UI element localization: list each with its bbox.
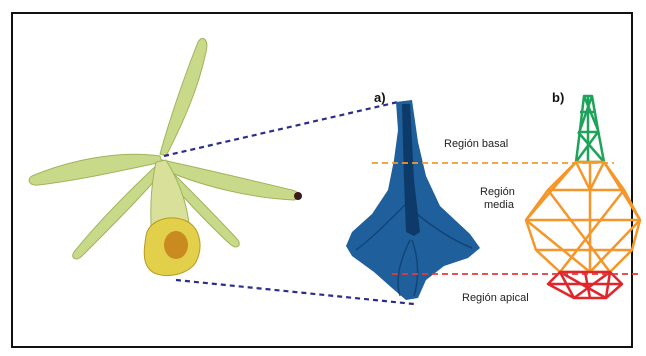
guide-line-top	[164, 102, 398, 156]
bud-tip	[294, 192, 302, 200]
orchid-flower	[29, 38, 302, 275]
guide-line-bottom	[176, 280, 414, 304]
mesh-media	[526, 162, 640, 272]
mesh-model	[526, 96, 640, 298]
region-label-basal: Región basal	[444, 138, 508, 151]
region-label-media-line1: Región	[480, 186, 515, 199]
mesh-apical	[548, 272, 622, 298]
mesh-basal	[576, 96, 604, 162]
region-label-media-line2: media	[484, 199, 514, 212]
upper-sepal	[160, 38, 207, 156]
labellum-center	[164, 231, 188, 259]
region-label-apical: Región apical	[462, 292, 529, 305]
blue-tissue	[346, 100, 480, 300]
panel-label-a: a)	[374, 90, 386, 105]
panel-label-b: b)	[552, 90, 564, 105]
